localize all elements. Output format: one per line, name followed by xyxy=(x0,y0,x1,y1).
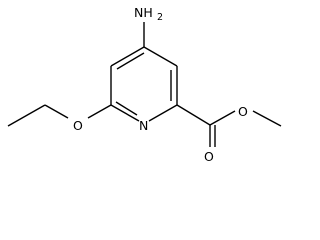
molecule-structure-diagram: NH 2 N O O O xyxy=(7,5,282,164)
ethoxy-substituent xyxy=(7,104,112,127)
atom-labels: NH 2 N O O O xyxy=(73,5,248,164)
methyl-ester-substituent xyxy=(176,104,282,147)
bond-o-ch2 xyxy=(44,104,69,119)
carbonyl-oxygen-label: O xyxy=(204,149,214,164)
bond-c-o-ester xyxy=(209,110,236,126)
ether-oxygen-label: O xyxy=(73,118,83,133)
amino-hydrogen-count: 2 xyxy=(157,12,163,23)
bond-c2-carbonyl-c xyxy=(176,104,211,126)
bond-o-methyl xyxy=(252,110,282,127)
bond-c5-c4-inner xyxy=(116,52,145,70)
bond-n1-c6 xyxy=(110,104,140,122)
amino-nitrogen-label: NH xyxy=(134,5,153,20)
bond-c4-c3 xyxy=(143,46,178,67)
bond-c2-n1 xyxy=(148,104,178,122)
bond-c5-c4 xyxy=(110,46,145,67)
ring-nitrogen-label: N xyxy=(139,118,148,133)
bond-n1-c6-inner xyxy=(115,101,138,116)
pyridine-ring xyxy=(110,46,178,122)
bond-c6-o xyxy=(87,104,112,119)
bond-ch2-ch3 xyxy=(7,104,46,127)
ester-oxygen-label: O xyxy=(238,104,248,119)
